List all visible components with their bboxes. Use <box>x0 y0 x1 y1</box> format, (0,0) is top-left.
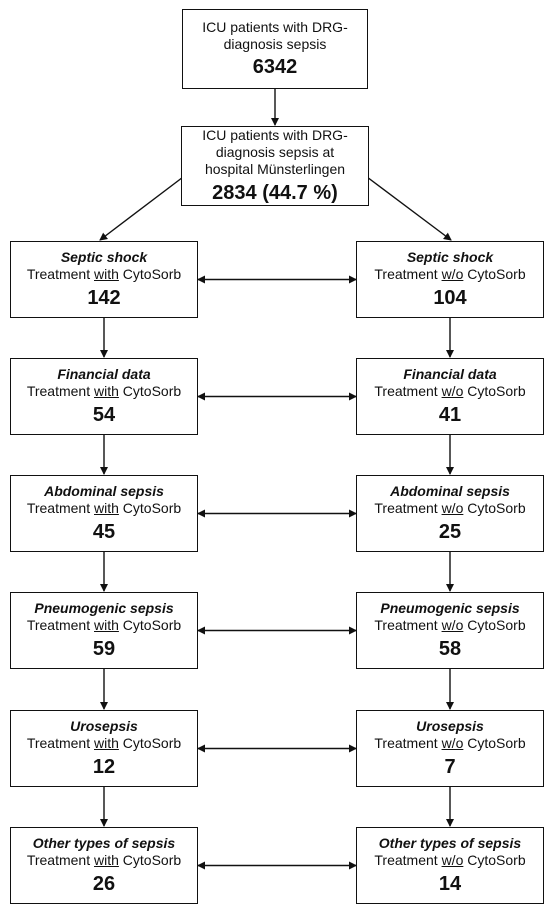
treatment-prefix: Treatment <box>26 383 94 399</box>
with-word: with <box>94 735 119 751</box>
hospital-line-1: ICU patients with DRG- <box>202 127 348 144</box>
treatment-prefix: Treatment <box>374 735 442 751</box>
hospital-count: 2834 (44.7 %) <box>212 181 338 204</box>
without-word: w/o <box>441 383 464 399</box>
treatment-label: Treatment w/o CytoSorb <box>374 852 525 869</box>
treatment-prefix: Treatment <box>26 500 94 516</box>
cohort-title: Abdominal sepsis <box>390 483 510 500</box>
total-line-2: diagnosis sepsis <box>223 35 327 52</box>
patient-count: 58 <box>438 637 462 660</box>
treatment-suffix: CytoSorb <box>463 266 526 282</box>
without-word: w/o <box>441 617 464 633</box>
cohort-title: Other types of sepsis <box>32 835 176 852</box>
arrow-hospital-to-left <box>99 167 196 241</box>
patient-count: 25 <box>438 520 462 543</box>
with-word: with <box>94 500 119 516</box>
treatment-suffix: CytoSorb <box>463 852 526 868</box>
patient-count: 54 <box>92 403 116 426</box>
treatment-label: Treatment with CytoSorb <box>27 500 181 517</box>
with-word: with <box>94 852 119 868</box>
without-word: w/o <box>441 735 464 751</box>
treatment-suffix: CytoSorb <box>118 500 182 516</box>
without-word: w/o <box>441 500 464 516</box>
treatment-prefix: Treatment <box>26 617 94 633</box>
treatment-suffix: CytoSorb <box>118 617 182 633</box>
patient-count: 7 <box>444 755 456 778</box>
cohort-title: Other types of sepsis <box>378 835 522 852</box>
treatment-prefix: Treatment <box>374 266 442 282</box>
cohort-title: Financial data <box>403 366 497 383</box>
without-word: w/o <box>441 852 464 868</box>
hospital-line-2: diagnosis sepsis at <box>215 144 335 161</box>
treatment-suffix: CytoSorb <box>463 500 526 516</box>
treatment-prefix: Treatment <box>26 735 94 751</box>
total-count: 6342 <box>252 56 298 79</box>
patient-count: 26 <box>92 872 116 895</box>
cohort-title: Septic shock <box>60 249 148 266</box>
patient-count: 59 <box>92 637 116 660</box>
treatment-prefix: Treatment <box>374 500 442 516</box>
treatment-label: Treatment with CytoSorb <box>27 383 181 400</box>
patient-count: 12 <box>92 755 116 778</box>
treatment-label: Treatment with CytoSorb <box>27 852 181 869</box>
treatment-prefix: Treatment <box>374 617 442 633</box>
treatment-suffix: CytoSorb <box>463 383 526 399</box>
treatment-prefix: Treatment <box>374 383 442 399</box>
treatment-label: Treatment w/o CytoSorb <box>374 735 525 752</box>
cohort-title: Pneumogenic sepsis <box>380 600 520 617</box>
treatment-prefix: Treatment <box>374 852 442 868</box>
with-word: with <box>94 383 119 399</box>
cohort-title: Urosepsis <box>70 718 138 735</box>
patient-count: 45 <box>92 520 116 543</box>
total-line-1: ICU patients with DRG- <box>202 18 348 35</box>
treatment-prefix: Treatment <box>26 266 94 282</box>
treatment-label: Treatment with CytoSorb <box>27 735 181 752</box>
treatment-label: Treatment with CytoSorb <box>27 266 181 283</box>
treatment-suffix: CytoSorb <box>118 735 182 751</box>
cohort-title: Urosepsis <box>416 718 484 735</box>
cohort-title: Financial data <box>57 366 151 383</box>
with-word: with <box>94 617 119 633</box>
treatment-suffix: CytoSorb <box>118 383 182 399</box>
cohort-title: Pneumogenic sepsis <box>34 600 174 617</box>
hospital-sepsis-box: ICU patients with DRG- diagnosis sepsis … <box>181 126 369 206</box>
treatment-label: Treatment w/o CytoSorb <box>374 617 525 634</box>
with-word: with <box>94 266 119 282</box>
patient-count: 41 <box>438 403 462 426</box>
treatment-label: Treatment w/o CytoSorb <box>374 500 525 517</box>
treatment-suffix: CytoSorb <box>463 735 526 751</box>
treatment-label: Treatment with CytoSorb <box>27 617 181 634</box>
patient-count: 142 <box>87 286 121 309</box>
patient-count: 14 <box>438 872 462 895</box>
patient-count: 104 <box>433 286 467 309</box>
arrow-hospital-to-right <box>354 167 452 241</box>
hospital-line-3: hospital Münsterlingen <box>204 160 346 177</box>
cohort-title: Abdominal sepsis <box>44 483 164 500</box>
without-word: w/o <box>441 266 464 282</box>
total-sepsis-box: ICU patients with DRG- diagnosis sepsis … <box>182 9 368 89</box>
treatment-suffix: CytoSorb <box>463 617 526 633</box>
treatment-suffix: CytoSorb <box>118 266 182 282</box>
treatment-label: Treatment w/o CytoSorb <box>374 383 525 400</box>
treatment-prefix: Treatment <box>26 852 94 868</box>
treatment-suffix: CytoSorb <box>118 852 182 868</box>
treatment-label: Treatment w/o CytoSorb <box>374 266 525 283</box>
cohort-title: Septic shock <box>406 249 494 266</box>
